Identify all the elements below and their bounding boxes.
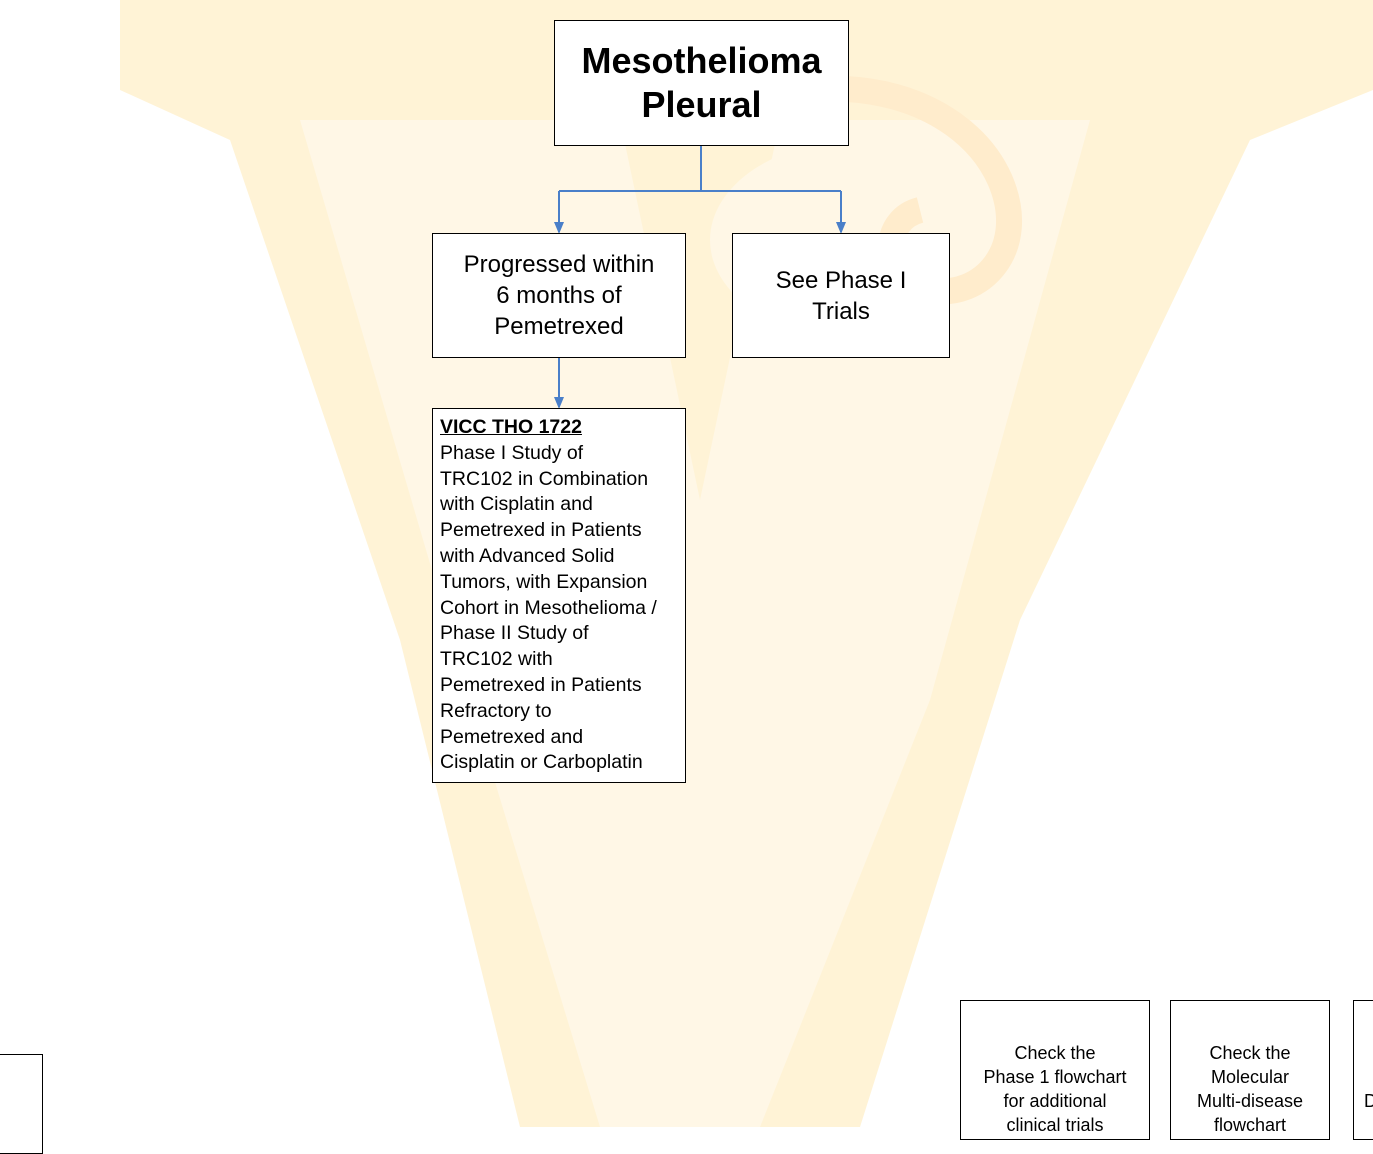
phase1-flowchart-note: Check the Phase 1 flowchart for addition… xyxy=(960,1000,1150,1140)
watermark-v-inner xyxy=(300,120,1090,1127)
molecular-flowchart-note: Check the Molecular Multi-disease flowch… xyxy=(1170,1000,1330,1140)
title-node: Mesothelioma Pleural xyxy=(554,20,849,146)
trial-node: VICC THO 1722 Phase I Study of TRC102 in… xyxy=(432,408,686,783)
trial-description: Phase I Study of TRC102 in Combination w… xyxy=(440,441,657,774)
connector-lines xyxy=(554,146,846,409)
phase-one-node: See Phase I Trials xyxy=(732,233,950,358)
partial-right-note: D xyxy=(1353,1000,1373,1140)
diagram-title: Mesothelioma Pleural xyxy=(581,40,822,125)
molecular-flowchart-label: Check the Molecular Multi-disease flowch… xyxy=(1196,1043,1304,1135)
partial-right-label: D xyxy=(1364,1091,1373,1111)
phase-one-label: See Phase I Trials xyxy=(775,266,907,325)
phase1-flowchart-label: Check the Phase 1 flowchart for addition… xyxy=(983,1043,1127,1135)
progressed-node: Progressed within 6 months of Pemetrexed xyxy=(432,233,686,358)
partial-left-box xyxy=(0,1054,43,1154)
progressed-label: Progressed within 6 months of Pemetrexed xyxy=(463,251,655,340)
trial-id: VICC THO 1722 xyxy=(440,416,582,438)
